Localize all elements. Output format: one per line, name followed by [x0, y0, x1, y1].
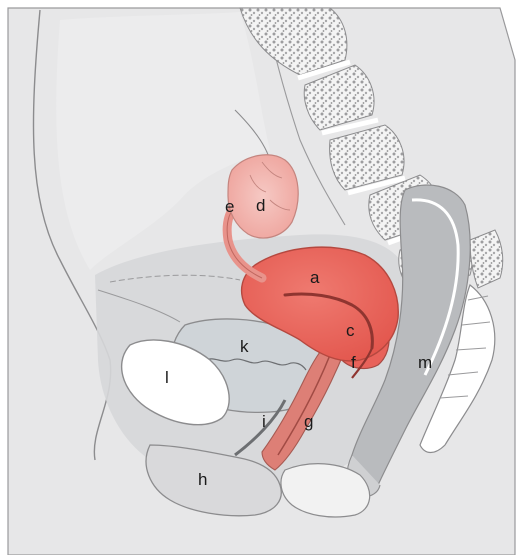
- label-h: h: [198, 470, 207, 489]
- label-m: m: [418, 353, 432, 372]
- label-g: g: [304, 412, 313, 431]
- label-k: k: [240, 337, 249, 356]
- label-d: d: [256, 196, 265, 215]
- label-i: i: [262, 412, 266, 431]
- label-a: a: [310, 268, 320, 287]
- label-l: l: [165, 368, 169, 387]
- label-c: c: [346, 321, 355, 340]
- label-f: f: [351, 353, 356, 372]
- label-e: e: [225, 197, 234, 216]
